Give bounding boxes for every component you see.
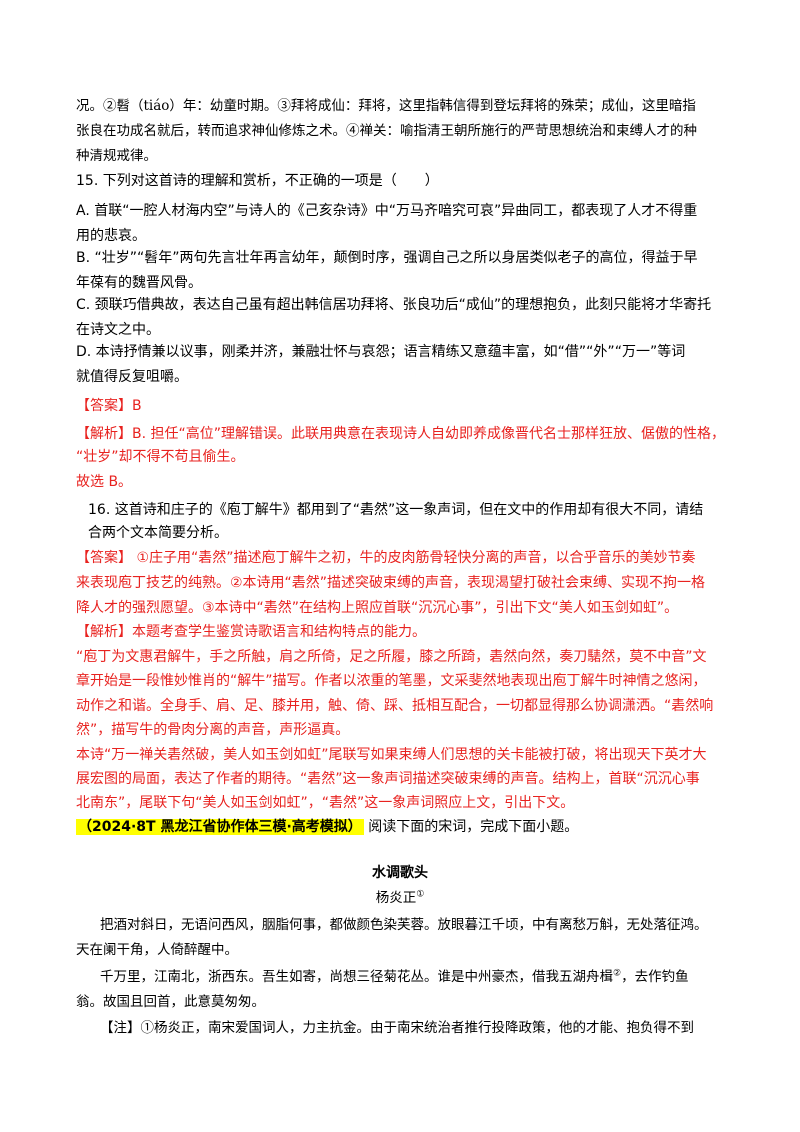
q15-option-c-line1: C. 颈联巧借典故，表达自己虽有超出韩信居功拜将、张良功后“成仙”的理想抱负，此… — [76, 297, 712, 313]
source-instruction: 阅读下面的宋词，完成下面小题。 — [368, 819, 579, 835]
poem-line-2: 天在阑干角，人倚醉醒中。 — [76, 942, 238, 958]
q15-option-b-line1: B. “壮岁”“髫年”两句先言壮年再言幼年，颠倒时序，强调自己之所以身居类似老子… — [76, 250, 698, 266]
poem-note-mark-2: ② — [613, 968, 622, 979]
poem-author-note-mark: ① — [416, 889, 425, 900]
q15-analysis-line1: 【解析】B. 担任“高位”理解错误。此联用典意在表现诗人自幼即养成像晋代名士那样… — [76, 426, 726, 442]
q16-answer-line2: 来表现庖丁技艺的纯熟。②本诗用“砉然”描述突破束缚的声音，表现渴望打破社会束缚、… — [76, 575, 706, 591]
q15-stem: 15. 下列对这首诗的理解和赏析，不正确的一项是（ ） — [76, 173, 439, 189]
note-line-1: 况。②髫（tiáo）年：幼童时期。③拜将成仙：拜将，这里指韩信得到登坛拜将的殊荣… — [76, 98, 696, 114]
source-line: （2024·8T 黑龙江省协作体三模·高考模拟） 阅读下面的宋词，完成下面小题。 — [76, 817, 726, 837]
q15-option-d-line1: D. 本诗抒情兼以议事，刚柔并济，兼融壮怀与哀怨；语言精练又意蕴丰富，如“借”“… — [76, 344, 686, 360]
poem-title: 水调歌头 — [372, 865, 428, 881]
poem-line-3-part-b: ，去作钓鱼 — [621, 969, 689, 985]
q16-analysis-p1-line2: 章开始是一段惟妙惟肖的“解牛”描写。作者以浓重的笔墨，文采斐然地表现出庖丁解牛时… — [76, 673, 707, 689]
q15-option-c-line2: 在诗文之中。 — [76, 322, 160, 338]
q15-option-b-line2: 年葆有的魏晋风骨。 — [76, 275, 202, 291]
q16-answer-line3: 降人才的强烈愿望。③本诗中“砉然”在结构上照应首联“沉沉心事”，引出下文“美人如… — [76, 600, 679, 616]
q16-analysis-p1-line1: “庖丁为文惠君解牛，手之所触，肩之所倚，足之所履，膝之所踦，砉然向然，奏刀騞然，… — [76, 649, 707, 665]
source-tag: （2024·8T 黑龙江省协作体三模·高考模拟） — [76, 819, 364, 835]
q16-stem-line1: 16. 这首诗和庄子的《庖丁解牛》都用到了“砉然”这一象声词，但在文中的作用却有… — [88, 502, 704, 518]
q16-analysis-head: 【解析】本题考查学生鉴赏诗歌语言和结构特点的能力。 — [76, 624, 426, 640]
poem-line-1: 把酒对斜日，无语问西风，胭脂何事，都做颜色染芙蓉。放眼暮江千顷，中有离愁万斛，无… — [100, 917, 708, 933]
q15-option-d-line2: 就值得反复咀嚼。 — [76, 369, 188, 385]
q16-analysis-p1-line3: 动作之和谐。全身手、肩、足、膝并用，触、倚、踩、抵相互配合，一切都显得那么协调潇… — [76, 698, 714, 714]
poem-author-line: 杨炎正① — [0, 888, 800, 908]
q15-option-a-line1: A. 首联“一腔人材海内空”与诗人的《己亥杂诗》中“万马齐喑究可哀”异曲同工，都… — [76, 203, 698, 219]
q16-analysis-p2-line1: 本诗“万一禅关砉然破，美人如玉剑如虹”尾联写如果束缚人们思想的关卡能被打破，将出… — [76, 747, 707, 763]
poem-line-3-part-a: 千万里，江南北，浙西东。吾生如寄，尚想三径菊花丛。谁是中州豪杰，借我五湖舟楫 — [100, 969, 613, 985]
q15-conclusion: 故选 B。 — [76, 474, 133, 490]
poem-author: 杨炎正 — [375, 890, 417, 906]
q16-analysis-p2-line3: 北南东”，尾联下句“美人如玉剑如虹”，“砉然”这一象声词照应上文，引出下文。 — [76, 795, 575, 811]
poem-note: 【注】①杨炎正，南宋爱国词人，力主抗金。由于南宋统治者推行投降政策，他的才能、抱… — [100, 1020, 694, 1036]
poem-line-4: 翁。故国且回首，此意莫匆匆。 — [76, 994, 265, 1010]
q16-analysis-p2-line2: 展宏图的局面，表达了作者的期待。“砉然”这一象声词描述突破束缚的声音。结构上，首… — [76, 771, 700, 787]
q15-analysis-line2: “壮岁”却不得不苟且偷生。 — [76, 449, 245, 465]
note-line-2: 张良在功成名就后，转而追求神仙修炼之术。④禅关：喻指清王朝所施行的严苛思想统治和… — [76, 123, 697, 139]
q16-analysis-p1-line4: 然”，描写牛的骨肉分离的声音，声形逼真。 — [76, 722, 350, 738]
q16-answer-line1: 【答案】 ①庄子用“砉然”描述庖丁解牛之初，牛的皮肉筋骨轻快分离的声音，以合乎音… — [76, 550, 696, 566]
q16-stem-line2: 合两个文本简要分析。 — [88, 525, 228, 541]
poem-line-3: 千万里，江南北，浙西东。吾生如寄，尚想三径菊花丛。谁是中州豪杰，借我五湖舟楫②，… — [100, 967, 750, 987]
note-line-3: 种清规戒律。 — [76, 148, 157, 164]
q15-option-a-line2: 用的悲哀。 — [76, 228, 146, 244]
q15-answer: 【答案】B — [76, 398, 142, 414]
